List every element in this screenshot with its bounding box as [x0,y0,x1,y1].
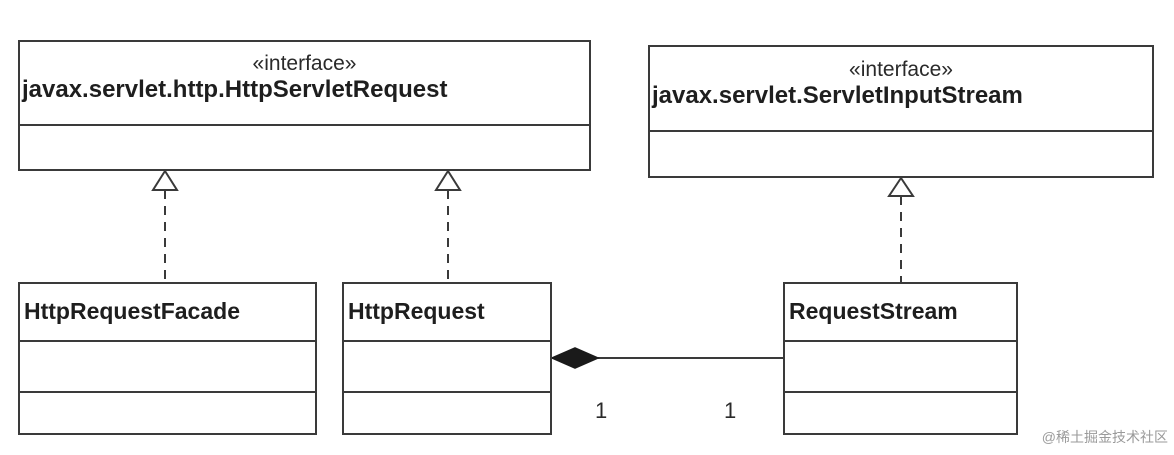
interface-httpservletrequest: «interface» javax.servlet.http.HttpServl… [18,40,591,171]
class-methods [785,391,1016,435]
class-attributes [344,340,550,391]
multiplicity-right: 1 [724,398,737,423]
watermark-text: @稀土掘金技术社区 [1041,429,1168,445]
interface-name: javax.servlet.http.HttpServletRequest [22,76,448,103]
class-httprequestfacade: HttpRequestFacade [18,282,317,435]
class-attributes [785,340,1016,391]
interface-name: javax.servlet.ServletInputStream [652,82,1023,109]
interface-stereotype: «interface» [252,52,357,75]
composition-diamond [550,347,600,369]
class-methods [344,391,550,435]
interface-body [650,130,1152,178]
interface-servletinputstream: «interface» javax.servlet.ServletInputSt… [648,45,1154,178]
multiplicity-left: 1 [595,398,608,423]
class-requeststream: RequestStream [783,282,1018,435]
realization-arrowhead-facade [151,169,179,191]
class-httprequest: HttpRequest [342,282,552,435]
class-attributes [20,340,315,391]
class-name: RequestStream [789,298,958,324]
realization-arrowhead-requeststream [887,176,915,197]
interface-body [20,124,589,171]
interface-stereotype: «interface» [849,58,953,81]
class-name: HttpRequest [348,298,485,324]
realization-arrowhead-httprequest [434,169,462,191]
class-name: HttpRequestFacade [24,298,240,324]
class-methods [20,391,315,435]
